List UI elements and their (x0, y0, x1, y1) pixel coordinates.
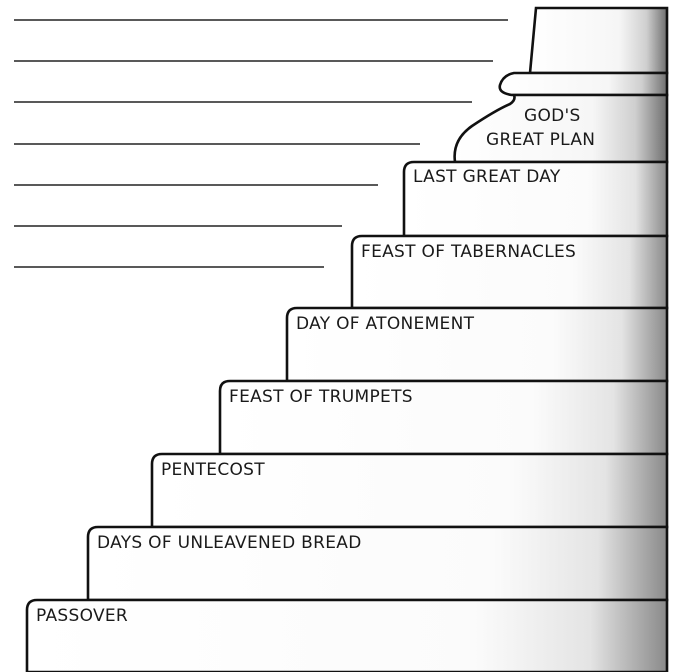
step-feast-of-trumpets (218, 379, 669, 456)
step-label-feast-of-trumpets: FEAST OF TRUMPETS (229, 387, 413, 407)
step-pentecost (150, 452, 669, 529)
pillar-column (528, 6, 669, 75)
writing-lines (14, 19, 508, 268)
step-label-last-great-day: LAST GREAT DAY (413, 167, 561, 187)
step-day-of-atonement (285, 306, 669, 383)
step-passover (25, 598, 669, 672)
step-last-great-day (402, 160, 669, 238)
step-label-feast-of-tabernacles: FEAST OF TABERNACLES (361, 242, 576, 262)
top-pillar (453, 6, 669, 164)
god-great-plan-line1: GOD'S (524, 106, 581, 126)
pillar-base (453, 93, 669, 164)
god-great-plan-line2: GREAT PLAN (486, 130, 595, 150)
step-label-days-of-unleavened-bread: DAYS OF UNLEAVENED BREAD (97, 533, 362, 553)
pillar-ledge (498, 71, 669, 97)
staircase (25, 160, 669, 672)
step-days-of-unleavened-bread (86, 525, 669, 602)
step-feast-of-tabernacles (350, 234, 669, 310)
step-label-day-of-atonement: DAY OF ATONEMENT (296, 314, 475, 334)
step-label-pentecost: PENTECOST (161, 460, 265, 480)
step-label-passover: PASSOVER (36, 606, 128, 626)
